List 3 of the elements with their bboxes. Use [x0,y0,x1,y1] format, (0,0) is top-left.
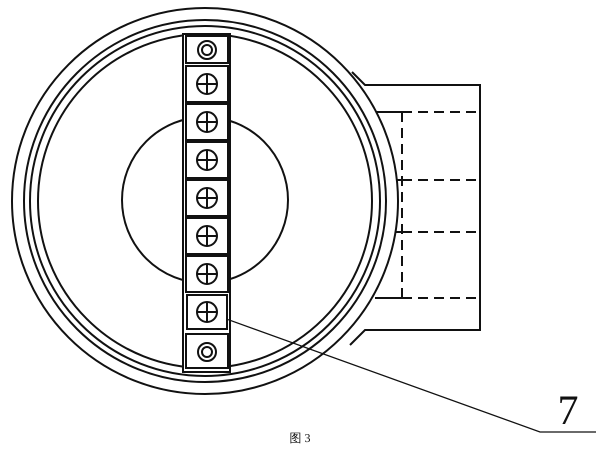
terminal-block [186,294,228,330]
figure-caption: 图 3 [288,430,312,447]
callout-number: 7 [540,385,596,432]
